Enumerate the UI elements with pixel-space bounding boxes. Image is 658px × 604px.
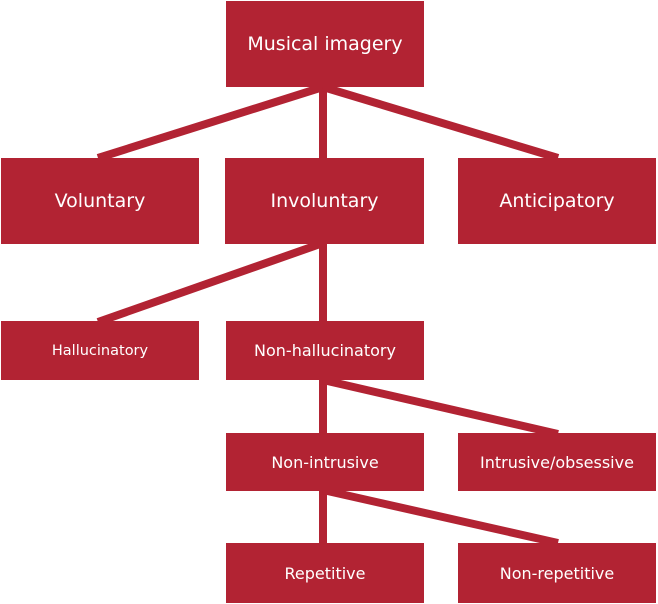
node-anticipatory: Anticipatory [458,158,656,244]
link-root-voluntary [96,83,325,162]
link-involuntary-hallucinatory [96,239,325,326]
node-non-repetitive: Non-repetitive [458,543,656,603]
node-non-intrusive: Non-intrusive [226,433,424,491]
link-nonintrusive-nonrepetitive [322,486,559,547]
link-root-anticipatory [321,83,560,162]
node-non-hallucinatory: Non-hallucinatory [226,321,424,380]
link-nonhallucinatory-intrusive [322,376,559,438]
node-musical-imagery: Musical imagery [226,1,424,87]
node-voluntary: Voluntary [1,158,199,244]
node-intrusive-obsessive: Intrusive/obsessive [458,433,656,491]
node-hallucinatory: Hallucinatory [1,321,199,380]
node-repetitive: Repetitive [226,543,424,603]
node-involuntary: Involuntary [225,158,424,244]
